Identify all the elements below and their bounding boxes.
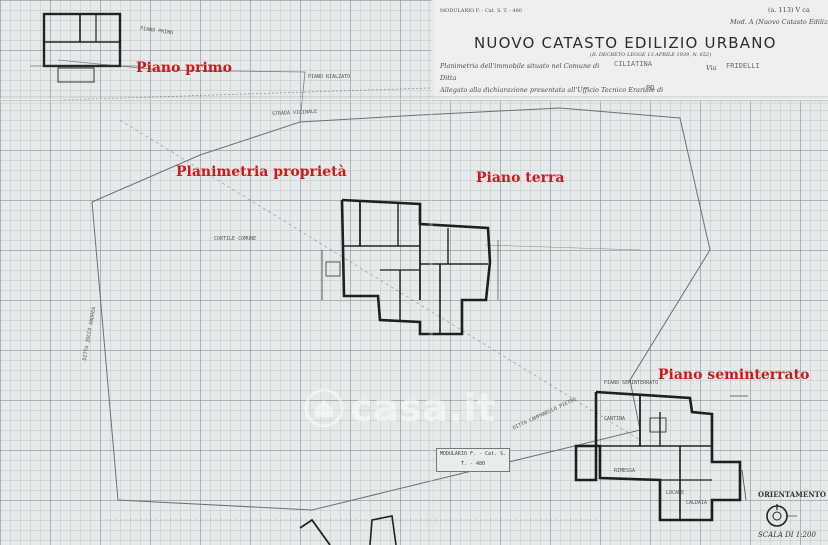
edge-line-right [484, 244, 641, 251]
form-code: MODULARIO F. - Cat. S. T. - 480 [440, 8, 522, 14]
label-piano-terra: Piano terra [476, 170, 565, 186]
scale-label: SCALA DI 1:200 [758, 531, 816, 539]
label-locale: LOCALE [666, 490, 685, 496]
paper-fold-vertical [428, 0, 434, 545]
label-piano-rialzato: PIANO RIALZATO [308, 74, 351, 80]
watermark: casa.it [304, 386, 496, 430]
via-value: FRIDELLI [726, 62, 760, 70]
via-label: Via [706, 64, 717, 72]
building-piano-seminterrato [574, 390, 748, 522]
header-panel [432, 0, 828, 100]
building-piano-terra [321, 198, 499, 336]
building-piano-primo [30, 12, 140, 83]
label-piano-seminterrato-small: PIANO SEMINTERRATO [604, 380, 659, 386]
label-cortile: CORTILE COMUNE [214, 236, 257, 242]
modulario-stamp: MODULARIO F. - Cat. S. T. - 480 [436, 448, 510, 472]
road-line [59, 87, 431, 101]
label-caldaia: CALDAIA [686, 500, 708, 506]
document-title: NUOVO CATASTO EDILIZIO URBANO [474, 34, 777, 52]
ditta-label: Ditta [440, 74, 457, 82]
corner-code: (a. 113) V ca [768, 6, 810, 14]
paper-fold-horizontal [0, 96, 828, 104]
watermark-text: casa.it [350, 386, 496, 430]
house-logo-icon [304, 388, 344, 428]
compass-title: ORIENTAMENTO [758, 490, 826, 499]
comune-label: Planimetria dell'immobile situato nel Co… [440, 62, 600, 70]
label-piano-seminterrato: Piano seminterrato [658, 367, 810, 383]
building-fragments-bottom [299, 515, 397, 545]
label-cantina: CANTINA [604, 416, 626, 422]
allegato-label: Allegato alla dichiarazione presentata a… [440, 86, 664, 94]
comune-value: CILIATINA [614, 60, 652, 68]
label-rimessa: RIMESSA [614, 468, 636, 474]
compass-rose [766, 504, 797, 527]
label-piano-primo: Piano primo [136, 60, 232, 76]
model-code: Mod. A (Nuovo Catasto Edilizio Urbano) [730, 18, 828, 26]
property-boundary [91, 107, 711, 511]
allegato-value: PD [646, 84, 655, 92]
modulario-stamp-text: MODULARIO F. - Cat. S. T. - 480 [439, 451, 507, 467]
document-subtitle: (R. DECRETO-LEGGE 13 APRILE 1939, N. 652… [590, 52, 712, 58]
label-planimetria: Planimetria proprietà [176, 164, 347, 180]
